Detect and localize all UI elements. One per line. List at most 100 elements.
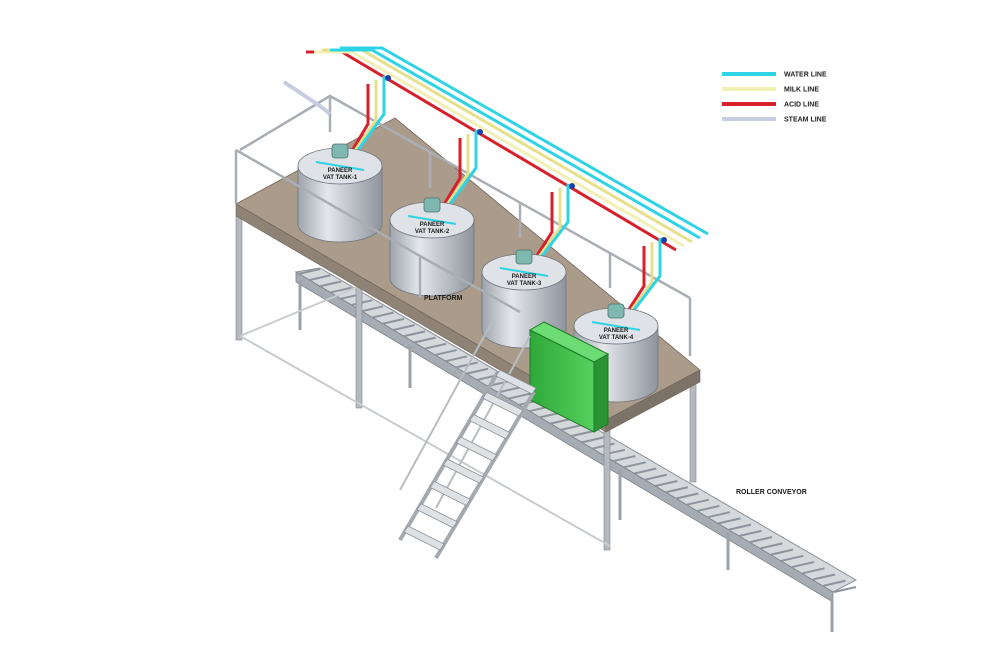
water-drop-pipe (356, 76, 386, 151)
roller (623, 461, 647, 469)
front-railing (234, 148, 521, 314)
roller (413, 336, 436, 344)
roller (571, 430, 594, 438)
water-drop-pipe (448, 130, 478, 205)
tank-label-line1: PANEER (328, 168, 353, 174)
milk-drop-pipe (536, 188, 562, 259)
legend-swatch (722, 102, 776, 106)
stair-tread (429, 480, 471, 506)
acid-drop-pipe (440, 138, 462, 209)
milk-drop-pipe (628, 242, 654, 313)
roller (749, 536, 773, 544)
tank-feed-pipes (348, 75, 667, 315)
milk-drop-pipe (352, 80, 378, 153)
agitator-motor-icon (515, 249, 533, 265)
stair-tread (469, 414, 511, 440)
roller (360, 305, 384, 313)
roller (812, 573, 836, 581)
roller (613, 455, 636, 463)
acid-drop-pipe (348, 84, 370, 155)
roller (676, 492, 699, 500)
water-drop-pipe (632, 238, 662, 311)
tank-shell (389, 219, 475, 297)
legend-swatch (722, 87, 776, 91)
roller (308, 274, 331, 282)
agitator-motor-icon (423, 197, 441, 213)
pipe-lines (282, 46, 709, 252)
acid-drop-pipe (624, 246, 646, 315)
legend-label: ACID LINE (784, 102, 819, 109)
roller-conveyor-label: ROLLER CONVEYOR (736, 489, 807, 496)
tank-label-line2: VAT TANK-3 (507, 281, 542, 287)
stair-tread (442, 458, 485, 484)
staircase (398, 317, 537, 560)
spray-pipe (499, 267, 549, 277)
roller (581, 436, 604, 444)
stair-tread (416, 503, 458, 529)
valve-icon (569, 183, 575, 189)
water-drop-pipe (540, 184, 570, 257)
valve-icon (385, 75, 391, 81)
roller (434, 349, 457, 357)
roller (739, 529, 762, 537)
roller (297, 268, 321, 275)
tank-label-line2: VAT TANK-4 (599, 335, 634, 341)
legend-swatch (722, 72, 776, 76)
legend-swatch (722, 117, 776, 121)
platform-legs (235, 215, 697, 551)
roller (592, 442, 615, 450)
legend-label: STEAM LINE (784, 117, 827, 124)
roller (644, 473, 668, 481)
stair-tread (495, 369, 537, 395)
roller (371, 311, 394, 319)
milk-drop-pipe (444, 134, 470, 207)
roller (455, 361, 478, 369)
roller (402, 330, 426, 338)
acid-drop-pipe (532, 192, 554, 261)
roller (823, 579, 846, 587)
stair-tread (455, 436, 498, 462)
tank-label-line1: PANEER (604, 328, 629, 334)
roller (497, 386, 520, 394)
roller (707, 511, 731, 519)
spray-pipe (407, 215, 457, 225)
spray-pipe (315, 161, 365, 171)
roller (560, 423, 583, 431)
roller (697, 504, 720, 512)
tank-label-line2: VAT TANK-2 (415, 229, 450, 235)
control-panel (528, 321, 610, 433)
agitator-motor-icon (607, 303, 625, 319)
platform-label: PLATFORM (424, 295, 463, 302)
roller (718, 517, 741, 525)
agitator-motor-icon (331, 143, 349, 159)
legend-label: MILK LINE (784, 87, 819, 94)
roller (318, 280, 342, 288)
roller (423, 342, 447, 350)
roller (833, 586, 857, 593)
roller (507, 392, 531, 400)
roller (381, 317, 405, 325)
tank-label-line1: PANEER (420, 222, 445, 228)
roller (665, 486, 689, 494)
stair-tread (403, 525, 445, 551)
pipe-legend: WATER LINE MILK LINE ACID LINE STEAM LINE (722, 72, 827, 124)
tank-label-line2: VAT TANK-1 (323, 175, 358, 181)
roller (465, 367, 489, 375)
roller (781, 554, 804, 562)
tank-label-line1: PANEER (512, 274, 537, 280)
roller (329, 286, 352, 294)
legend-label: WATER LINE (784, 72, 827, 79)
roller (770, 548, 794, 556)
roller (634, 467, 657, 475)
stair-tread (482, 391, 524, 417)
roller (392, 324, 415, 332)
roller (655, 480, 678, 487)
roller (686, 498, 710, 506)
roller (728, 523, 752, 531)
spray-pipe (591, 321, 641, 331)
roller (444, 355, 468, 363)
valve-icon (477, 129, 483, 135)
roller (791, 561, 815, 569)
